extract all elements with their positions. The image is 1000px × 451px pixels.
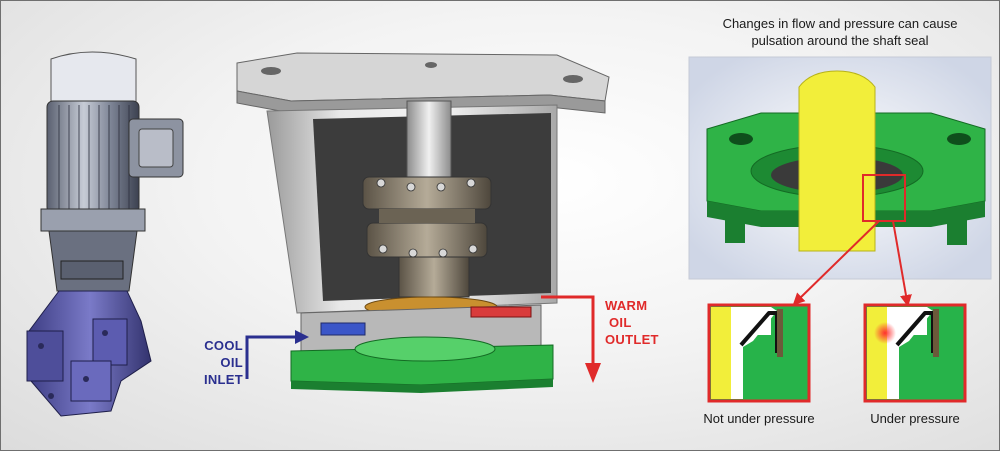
outlet-line-2: OIL bbox=[609, 315, 632, 330]
warm-oil-outlet-arrow bbox=[541, 295, 595, 365]
detail-not-under-pressure bbox=[707, 303, 811, 403]
caption-not-under-pressure: Not under pressure bbox=[703, 411, 815, 426]
outlet-line-3: OUTLET bbox=[605, 332, 659, 347]
shaft-seal-render bbox=[688, 56, 992, 280]
caption-under-pressure: Under pressure bbox=[870, 411, 960, 426]
header-line-2: pulsation around the shaft seal bbox=[751, 33, 929, 48]
outlet-line-1: WARM bbox=[605, 298, 648, 313]
header-caption: Changes in flow and pressure can cause p… bbox=[689, 15, 991, 49]
tank-cutaway-illustration bbox=[236, 52, 610, 393]
seal-highlight-box bbox=[862, 174, 906, 222]
motor-pump-illustration bbox=[26, 51, 184, 417]
warm-oil-outlet-label: WARM OIL OUTLET bbox=[605, 297, 675, 348]
inlet-line-1: COOL bbox=[204, 338, 243, 353]
connector-line-left bbox=[792, 220, 880, 306]
cool-oil-inlet-label: COOL OIL INLET bbox=[187, 337, 243, 388]
inlet-line-3: INLET bbox=[203, 372, 243, 387]
detail-under-pressure bbox=[863, 303, 967, 403]
inlet-line-2: OIL bbox=[220, 355, 243, 370]
pressure-pulse-glow bbox=[874, 322, 896, 344]
cool-oil-inlet-arrow bbox=[245, 335, 297, 379]
header-line-1: Changes in flow and pressure can cause bbox=[722, 16, 958, 31]
connector-line-right bbox=[892, 220, 912, 307]
